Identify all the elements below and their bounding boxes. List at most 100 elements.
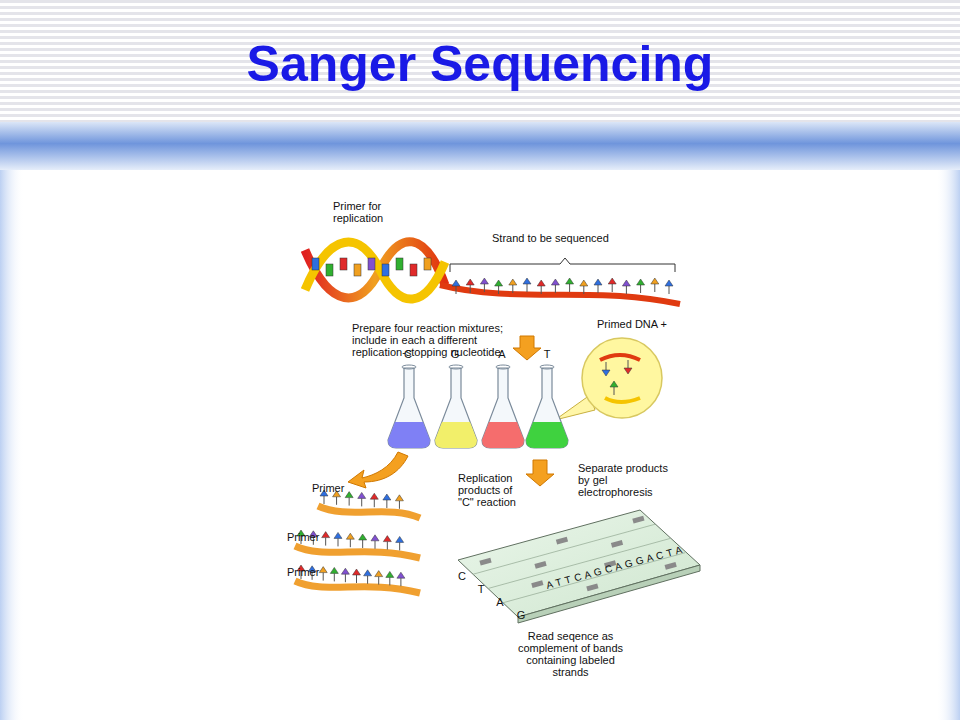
flask-label: C <box>402 348 414 360</box>
callout-label: Primed DNA + <box>597 318 667 330</box>
reaction-mixture <box>388 422 430 448</box>
nucleotide <box>622 280 630 286</box>
base-stem <box>334 573 335 581</box>
illustration-part <box>605 398 640 402</box>
illustration-part <box>318 506 420 518</box>
nucleotide <box>383 536 391 542</box>
base-stem <box>614 387 615 395</box>
reaction-mixture <box>482 422 524 448</box>
nucleotide <box>566 278 574 284</box>
primer-label: Primer <box>287 566 327 578</box>
nucleotide <box>353 569 361 575</box>
base-stem <box>349 498 350 506</box>
base-stem <box>324 496 325 504</box>
reaction-flask <box>435 368 477 448</box>
nucleotide <box>375 571 383 577</box>
nucleotide <box>594 279 602 285</box>
base-pair <box>424 258 431 270</box>
base-stem <box>628 360 629 368</box>
base-stem <box>399 542 400 550</box>
flask-label: A <box>496 348 508 360</box>
nucleotide <box>330 567 338 573</box>
base-stem <box>389 577 390 585</box>
nucleotide <box>334 532 342 538</box>
base-pair <box>382 264 389 276</box>
nucleotide <box>537 280 545 286</box>
illustration-part <box>600 355 640 360</box>
gel-band <box>480 560 491 563</box>
strand-bracket <box>450 258 675 272</box>
reaction-flask <box>388 368 430 448</box>
lane-label: C <box>456 570 468 582</box>
base-pair <box>312 258 319 270</box>
base-pair <box>410 264 417 276</box>
illustration-part <box>295 546 420 558</box>
base-stem <box>336 497 337 505</box>
base-stem <box>606 362 607 370</box>
base-stem <box>626 286 627 294</box>
base-stem <box>345 574 346 582</box>
callout-label: Strand to be sequenced <box>492 232 632 244</box>
base-stem <box>612 284 613 292</box>
illustration-part <box>496 365 510 369</box>
nucleotide <box>610 381 618 387</box>
illustration-part <box>540 365 554 369</box>
nucleotide <box>358 492 366 498</box>
nucleotide <box>397 572 405 578</box>
base-stem <box>367 576 368 584</box>
nucleotide <box>371 535 379 541</box>
base-stem <box>325 538 326 546</box>
nucleotide <box>396 536 404 542</box>
base-stem <box>555 285 556 293</box>
primed-dna-callout <box>582 338 662 418</box>
lane-label: T <box>475 583 487 595</box>
flask-label: G <box>449 348 461 360</box>
step-note: Replication products of "C" reaction <box>458 472 528 508</box>
step-note: Read seqence as complement of bands cont… <box>508 630 633 678</box>
process-arrow <box>526 460 554 486</box>
base-stem <box>583 286 584 294</box>
nucleotide <box>359 534 367 540</box>
gel-band <box>557 539 568 542</box>
base-stem <box>386 500 387 508</box>
nucleotide <box>509 279 517 285</box>
base-stem <box>350 539 351 547</box>
flask-label: T <box>541 348 553 360</box>
nucleotide <box>551 279 559 285</box>
base-stem <box>484 284 485 292</box>
nucleotide <box>383 494 391 500</box>
base-stem <box>323 573 324 581</box>
base-stem <box>338 538 339 546</box>
base-stem <box>356 575 357 583</box>
base-pair <box>396 258 403 270</box>
nucleotide <box>651 278 659 284</box>
base-stem <box>456 286 457 294</box>
illustration-part <box>402 365 416 369</box>
nucleotide <box>341 568 349 574</box>
lane-label: G <box>515 609 527 621</box>
reaction-mixture <box>435 422 477 448</box>
gel-band <box>665 564 676 567</box>
nucleotide <box>452 280 460 286</box>
reaction-mixture <box>526 422 568 448</box>
nucleotide <box>386 571 394 577</box>
base-stem <box>669 286 670 294</box>
nucleotide <box>364 570 372 576</box>
callout-label: Primer for replication <box>333 200 403 224</box>
nucleotide <box>608 278 616 284</box>
base-stem <box>387 542 388 550</box>
nucleotide <box>322 532 330 538</box>
nucleotide <box>466 279 474 285</box>
base-stem <box>375 541 376 549</box>
step-note: Prepare four reaction mixtures; include … <box>352 322 520 358</box>
reaction-flask <box>482 368 524 448</box>
base-stem <box>598 285 599 293</box>
base-stem <box>527 284 528 292</box>
nucleotide <box>624 368 632 374</box>
primer-label: Primer <box>312 482 352 494</box>
nucleotide <box>580 280 588 286</box>
process-arrow <box>513 336 541 360</box>
base-stem <box>654 284 655 292</box>
